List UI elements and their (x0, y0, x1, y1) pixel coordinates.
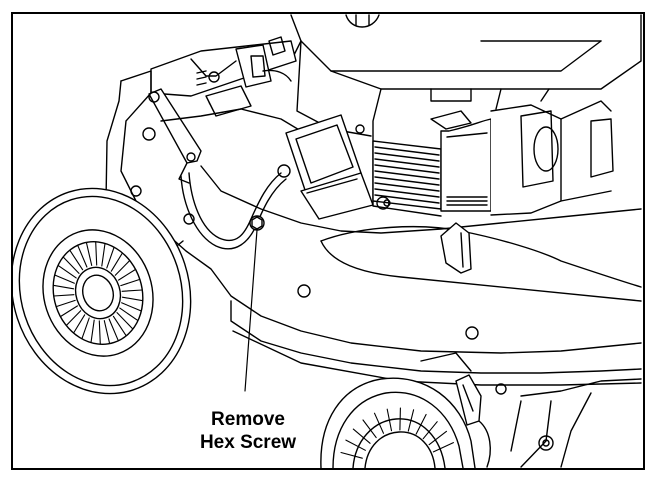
callout-leader-line (244, 229, 258, 392)
wheel-vane (81, 317, 90, 340)
mower-deck-illustration (13, 14, 642, 468)
callout-line-1: Remove (211, 409, 285, 430)
wheel-vane (62, 256, 80, 274)
wheel-vane (112, 315, 127, 337)
engine-side-components (490, 88, 614, 216)
wheel-vane (119, 307, 139, 322)
wheel-vane (352, 428, 371, 444)
callout-line-2: Hex Screw (199, 432, 297, 453)
wheel-vane (57, 264, 77, 279)
height-adjust-lever (142, 88, 202, 184)
wheel-vane (121, 296, 144, 302)
wheel-vane (114, 259, 131, 276)
wheel-vane (340, 451, 363, 459)
wheel-vane (65, 310, 82, 327)
discharge-flap (285, 114, 374, 220)
wheel-vane (108, 318, 119, 342)
cooling-fins (372, 110, 492, 212)
wheel-vane (345, 439, 366, 451)
wheel-vane (415, 413, 427, 435)
wheel-vane (53, 294, 75, 297)
wheel-vane (407, 409, 415, 432)
hex-screw (249, 215, 265, 231)
wheel-vane (73, 314, 86, 334)
wheel-vane (373, 412, 385, 434)
wheel-vane (77, 244, 88, 268)
wheel-vane (362, 419, 377, 439)
wheel-vane (120, 278, 141, 287)
illustration-frame: Remove Hex Screw (11, 12, 645, 470)
wheel-vane (428, 430, 448, 446)
mower-deck (105, 70, 642, 468)
wheel-vane (69, 249, 84, 271)
wheel-vane (103, 320, 111, 345)
deck-bolts (130, 164, 507, 395)
wheel-vane (98, 320, 101, 345)
wheel-vane (101, 242, 106, 267)
wheel-vane (90, 319, 95, 344)
wheel-vane (121, 289, 143, 292)
callout-label: Remove Hex Screw (183, 408, 313, 454)
wheel-vane (85, 241, 93, 266)
left-rear-wheel (320, 377, 476, 468)
wheel-vane (55, 299, 76, 308)
wheel-vane (95, 241, 98, 266)
wheel-vane (386, 408, 393, 432)
wheel-vane (422, 421, 438, 440)
wheel-vane (116, 312, 134, 330)
wheel-vane (110, 252, 123, 272)
wheel-vane (121, 302, 142, 312)
left-front-wheel (13, 187, 192, 395)
wheel-vane (399, 407, 401, 431)
control-bracket (150, 36, 297, 117)
wheel-vane (59, 305, 79, 318)
wheel-vane (52, 284, 75, 290)
wheel-vane (432, 442, 454, 453)
wheel-vane (117, 268, 137, 281)
wheel-vane (54, 274, 75, 284)
wheel-vane (106, 246, 115, 269)
rear-height-lever (420, 352, 554, 468)
